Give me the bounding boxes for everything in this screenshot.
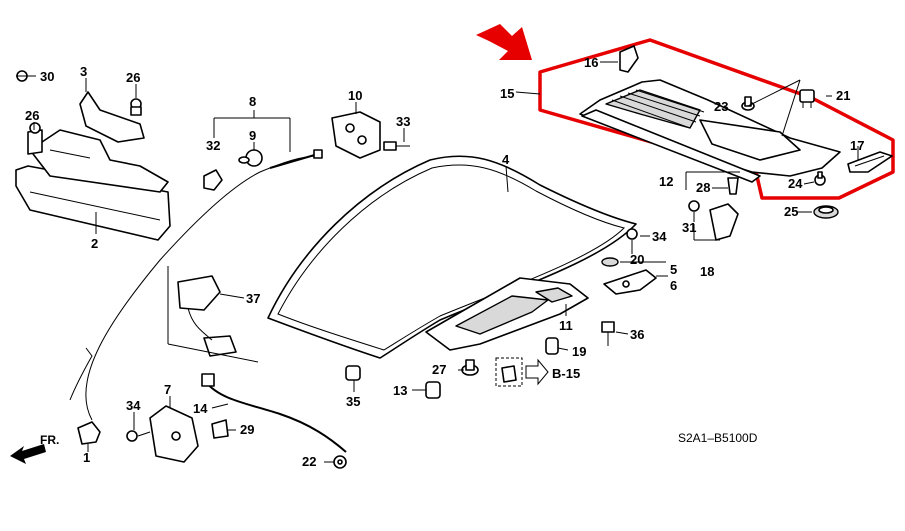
- callout-21: 21: [836, 88, 850, 103]
- hood-latch-37[interactable]: [177, 275, 237, 357]
- callout-1: 1: [83, 450, 90, 465]
- grommet-32[interactable]: [203, 169, 223, 191]
- callout-32: 32: [206, 138, 220, 153]
- callout-37: 37: [246, 291, 260, 306]
- bumper-35[interactable]: [345, 365, 361, 381]
- clip-24[interactable]: [814, 171, 826, 186]
- clip-31[interactable]: [688, 200, 700, 222]
- leader-lines: [28, 61, 859, 463]
- screw-34-right[interactable]: [626, 228, 638, 254]
- highlight-arrow: [476, 24, 532, 60]
- hinge-10[interactable]: [331, 111, 381, 159]
- bolt-36[interactable]: [601, 321, 615, 346]
- callout-3: 3: [80, 64, 87, 79]
- clip-21[interactable]: [799, 89, 815, 108]
- bumper-13[interactable]: [425, 381, 441, 399]
- cable-end-8[interactable]: [269, 149, 323, 169]
- clip-27[interactable]: [461, 359, 479, 376]
- bumper-19[interactable]: [545, 337, 559, 355]
- callout-8: 8: [249, 94, 256, 109]
- callout-20: 20: [630, 252, 644, 267]
- front-bulkhead-2[interactable]: [15, 129, 171, 241]
- callout-10: 10: [348, 88, 362, 103]
- latch-1[interactable]: [77, 421, 101, 445]
- callout-26b: 26: [25, 108, 39, 123]
- hood-release-14[interactable]: [201, 373, 347, 453]
- hinge-5-6[interactable]: [603, 269, 657, 295]
- callout-27: 27: [432, 362, 446, 377]
- callout-labels: 1 2 3 4 5 6 7 8 9 10 11 12 13 14 15 16 1…: [25, 55, 864, 469]
- release-cable-lower[interactable]: [69, 347, 93, 401]
- cowl-side-bracket-17[interactable]: [847, 151, 893, 173]
- clip-26-left[interactable]: [27, 122, 43, 155]
- splash-guard-3[interactable]: [79, 91, 145, 143]
- callout-31: 31: [682, 220, 696, 235]
- callout-30: 30: [40, 69, 54, 84]
- spacer-20[interactable]: [601, 257, 619, 267]
- grommet-9[interactable]: [238, 149, 263, 167]
- callout-17: 17: [850, 138, 864, 153]
- callout-19: 19: [572, 344, 586, 359]
- cowl-top-panel[interactable]: [579, 79, 841, 183]
- callout-11: 11: [559, 318, 573, 333]
- callout-6: 6: [670, 278, 677, 293]
- fastener-28[interactable]: [727, 177, 739, 195]
- callout-23: 23: [714, 99, 728, 114]
- cover-18[interactable]: [709, 203, 739, 241]
- callout-9: 9: [249, 128, 256, 143]
- callout-18: 18: [700, 264, 714, 279]
- clip-26-right[interactable]: [130, 98, 142, 116]
- callout-7: 7: [164, 382, 171, 397]
- hood-insulator-11[interactable]: [425, 277, 589, 351]
- bracket-16[interactable]: [619, 45, 639, 73]
- front-arrow-icon: [10, 444, 46, 464]
- callout-13: 13: [393, 383, 407, 398]
- callout-34b: 34: [652, 229, 667, 244]
- callout-12: 12: [659, 174, 673, 189]
- grommet-25[interactable]: [813, 205, 839, 219]
- callout-35: 35: [346, 394, 360, 409]
- callout-22: 22: [302, 454, 316, 469]
- callout-33: 33: [396, 114, 410, 129]
- callout-29: 29: [240, 422, 254, 437]
- callout-14: 14: [193, 401, 208, 416]
- nut-22[interactable]: [333, 455, 347, 469]
- callout-16: 16: [584, 55, 598, 70]
- hood-panel[interactable]: [267, 155, 637, 359]
- front-indicator: FR.: [40, 433, 59, 447]
- clip-29[interactable]: [211, 419, 229, 439]
- latch-lever-7[interactable]: [149, 405, 199, 463]
- bolt-33[interactable]: [383, 141, 410, 151]
- callout-26a: 26: [126, 70, 140, 85]
- callout-28: 28: [696, 180, 710, 195]
- callout-2: 2: [91, 236, 98, 251]
- callout-34a: 34: [126, 398, 141, 413]
- reference-label: B-15: [552, 366, 580, 381]
- diagram-code: S2A1–B5100D: [678, 431, 758, 445]
- callout-4: 4: [502, 152, 510, 167]
- callout-5: 5: [670, 262, 677, 277]
- callout-24: 24: [788, 176, 803, 191]
- screw-34-left[interactable]: [126, 430, 151, 442]
- clip-30[interactable]: [16, 70, 28, 82]
- b15-box[interactable]: [495, 357, 549, 387]
- callout-36: 36: [630, 327, 644, 342]
- callout-25: 25: [784, 204, 798, 219]
- callout-15: 15: [500, 86, 514, 101]
